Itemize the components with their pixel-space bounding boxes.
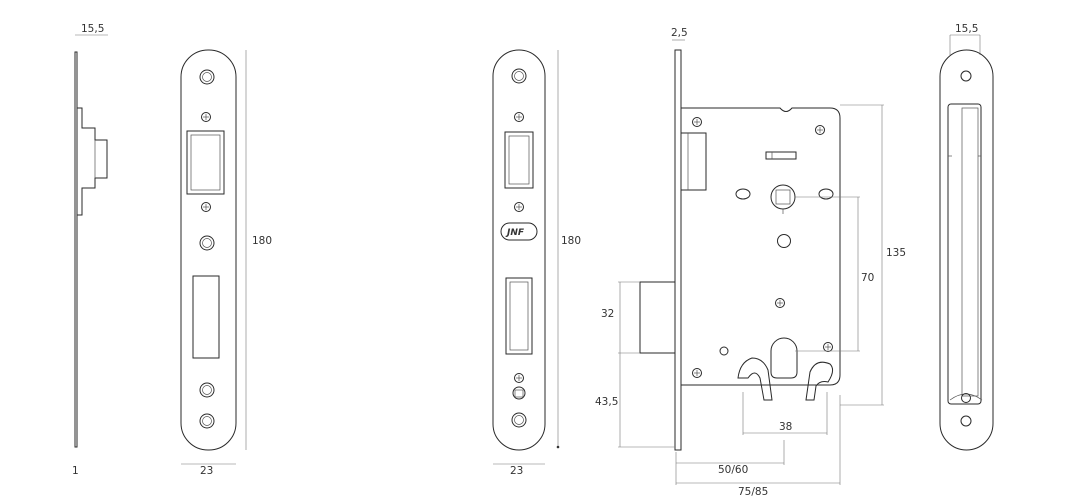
body-height-dim: 135 [886,247,906,259]
faceplate-back-height-dim: 180 [561,235,581,247]
cylinder-width-dim: 38 [779,421,792,433]
end-view: 15,5 [939,23,994,451]
faceplate-front-width-dim: 23 [200,465,213,477]
lock-body-view: 2,5 [595,27,906,498]
side-profile-top-dim: 15,5 [81,23,104,35]
side-profile-bottom-dim: 1 [72,465,79,477]
faceplate-back-view: JNF 180 23 [492,49,581,477]
brand-logo-text: JNF [505,228,525,238]
brand-logo [500,222,538,241]
faceplate-front-height-dim: 180 [252,235,272,247]
total-depth-dim: 75/85 [738,486,768,498]
plate-thickness-dim: 2,5 [671,27,688,39]
backset-dim: 50/60 [718,464,748,476]
latch-height-dim: 32 [601,308,614,320]
end-view-top-dim: 15,5 [955,23,978,35]
side-profile-view: 15,5 1 [72,23,108,477]
faceplate-back-width-dim: 23 [510,465,523,477]
center-distance-dim: 70 [861,272,874,284]
faceplate-front-view: 180 23 [180,49,272,477]
deadbolt-offset-dim: 43,5 [595,396,618,408]
